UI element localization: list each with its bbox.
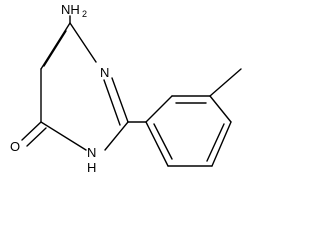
- bond-ph4-ph5-double: [206, 123, 225, 162]
- bond-c6-c5: [40, 22, 71, 70]
- bond-n1-c2-double: [103, 79, 121, 126]
- amine-nh-label: NH: [61, 2, 80, 17]
- bond-c4-o: [21, 121, 42, 141]
- bond-ph6-ph1: [145, 121, 169, 167]
- ring-nh-h-label: H: [87, 160, 96, 175]
- bond-ph1-ph2: [145, 95, 173, 123]
- bond-ph3-ph4: [209, 95, 232, 123]
- molecule-structure: NH 2 N N H O: [10, 2, 242, 175]
- amine-h-count-label: 2: [82, 9, 87, 19]
- ring-n-top-label: N: [100, 65, 109, 80]
- bond-ph6-ph1-double: [153, 123, 173, 160]
- bond-ph4-ph5: [211, 121, 232, 167]
- bond-c6-n1: [69, 22, 97, 63]
- ring-nh-n-label: N: [87, 145, 96, 160]
- bond-c2-n3: [104, 121, 129, 151]
- oxygen-label: O: [10, 139, 20, 154]
- bond-n1-c2: [111, 77, 129, 123]
- bond-n3-c4: [40, 121, 87, 151]
- bond-c6-c5-double: [43, 30, 67, 67]
- bond-methyl: [209, 68, 242, 97]
- bond-c4-o-double: [26, 127, 47, 147]
